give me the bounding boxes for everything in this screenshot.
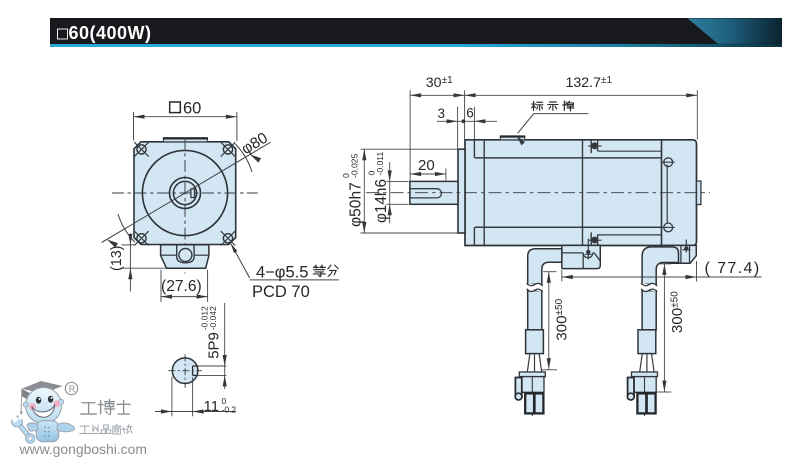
svg-text:0: 0 [367,171,377,176]
svg-text:φ50h7: φ50h7 [348,182,365,227]
svg-text:0: 0 [341,173,351,178]
svg-text:-0.011: -0.011 [375,152,385,176]
svg-text:300±50: 300±50 [669,291,686,333]
svg-text:3: 3 [438,106,446,121]
svg-text:30±1: 30±1 [426,75,453,91]
svg-text:60: 60 [183,100,201,118]
svg-text:φ14h6: φ14h6 [373,179,390,223]
svg-text:-0.025: -0.025 [350,153,360,178]
svg-text:(13): (13) [109,246,125,271]
svg-text:132.7±1: 132.7±1 [566,75,613,91]
svg-text:300±50: 300±50 [554,298,571,340]
svg-text:(27.6): (27.6) [161,278,202,295]
svg-text:-0.2: -0.2 [222,405,237,415]
svg-text:( 77.4): ( 77.4) [705,260,761,277]
svg-text:www.gongboshi.com: www.gongboshi.com [19,441,147,457]
svg-text:-0.012: -0.012 [200,306,210,330]
svg-text:11: 11 [204,398,220,415]
svg-text:6: 6 [466,106,474,121]
svg-text:5P9: 5P9 [206,332,223,359]
svg-text:4−φ5.5: 4−φ5.5 [256,263,308,281]
svg-text:0: 0 [222,396,227,406]
svg-text:20: 20 [418,157,435,174]
svg-text:R: R [69,384,76,394]
svg-text:-0.042: -0.042 [208,306,218,330]
svg-text:PCD 70: PCD 70 [252,283,310,301]
